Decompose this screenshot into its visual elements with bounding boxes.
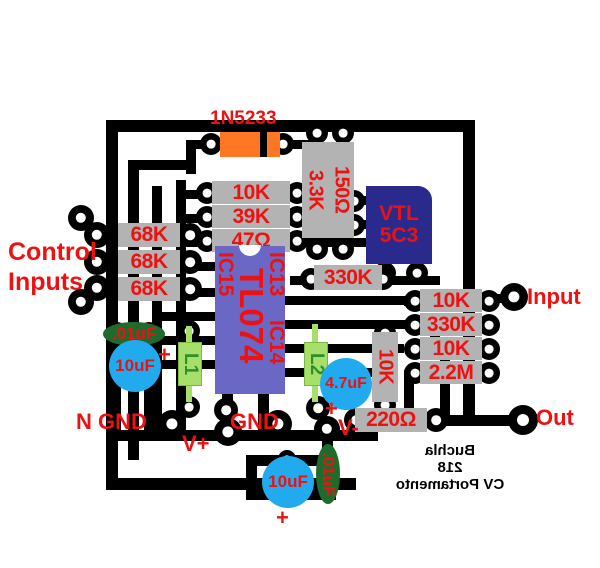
l1-lead-top — [186, 326, 192, 346]
pad-rstack-r4 — [478, 362, 500, 384]
resistor-220ohm: 220Ω — [355, 408, 427, 432]
ic-designator-ic14: IC14 — [265, 320, 288, 365]
pad-rstack-r2 — [478, 314, 500, 336]
trace-outer-top — [106, 120, 346, 132]
label-n-gnd: N GND — [76, 409, 147, 434]
trace-bottom-box-left — [246, 455, 257, 500]
label-v-minus: V- — [338, 415, 359, 440]
trace-vminus-riser — [404, 370, 414, 420]
trace-mid-4 — [290, 238, 370, 247]
ic-part-label: TL074 — [233, 268, 270, 364]
pad-top-node-2 — [332, 122, 354, 144]
cap-film-bottom: .01uF — [316, 444, 340, 504]
cap-left-plus-marker: + — [158, 342, 171, 367]
trace-mid-5 — [186, 262, 226, 271]
resistor-39k: 39K — [212, 205, 290, 228]
pad-input-terminal — [500, 283, 528, 311]
trace-left-bus-top — [128, 160, 188, 170]
trace-left-bus-1 — [128, 160, 139, 460]
cap-electrolytic-left: 10uF — [109, 340, 161, 392]
pad-l1-bot — [178, 396, 200, 418]
label-control-inputs-line1: Control — [8, 238, 97, 266]
resistor-68k-2: 68K — [118, 250, 180, 274]
silk-line-1: Buchla — [425, 442, 476, 459]
pad-bot-node-2 — [332, 238, 354, 260]
trace-ic-pin-right-3 — [284, 344, 404, 353]
cap-mid-plus-marker: + — [325, 396, 338, 421]
ic-designator-ic15: IC15 — [214, 252, 237, 297]
resistor-10k-vertical: 10K — [372, 332, 398, 402]
resistor-10k-in2: 10K — [420, 337, 482, 360]
cap-electrolytic-bottom: 10uF — [262, 456, 314, 508]
board-silkscreen-title: Buchla 218 CV Portamento — [380, 442, 520, 493]
ic-tl074 — [215, 245, 285, 394]
optocoupler-vtl5c3: VTL 5C3 — [366, 186, 432, 264]
pad-bot-node-1 — [306, 238, 328, 260]
pad-control-input-2 — [84, 222, 110, 248]
trace-gnd-left-riser — [152, 392, 162, 437]
trace-ic-bot-2 — [258, 392, 269, 437]
label-v-plus: V+ — [182, 431, 210, 456]
trace-top-right — [335, 120, 475, 132]
pad-control-input-5 — [68, 289, 94, 315]
pad-rstack-r1 — [478, 290, 500, 312]
l2-lead-bot — [312, 380, 318, 402]
pad-rstack-r3 — [478, 338, 500, 360]
resistor-68k-1: 68K — [118, 223, 180, 247]
pad-v-plus-2 — [214, 418, 242, 446]
trace-ic-pin-left-2 — [162, 312, 217, 321]
label-out: Out — [536, 405, 574, 430]
resistor-3k3: 3.3K — [302, 142, 328, 238]
resistor-10k-in1: 10K — [420, 289, 482, 312]
resistor-330k-in: 330K — [420, 313, 482, 336]
pad-opto-4 — [406, 262, 428, 284]
pad-68k-out-3 — [178, 277, 202, 301]
resistor-68k-3: 68K — [118, 277, 180, 301]
opto-line2: 5C3 — [379, 224, 419, 247]
resistor-150ohm: 150Ω — [328, 142, 354, 238]
pad-gnd — [264, 410, 292, 438]
trace-diode-down — [186, 140, 196, 174]
opto-line1: VTL — [379, 201, 419, 225]
silk-line-2: 218 — [437, 458, 463, 476]
l2-lead-top — [312, 324, 318, 346]
label-control-inputs-line2: Inputs — [8, 268, 83, 296]
diode-label: 1N5233 — [210, 108, 277, 129]
diode-1n5233 — [220, 132, 280, 157]
ic-designator-ic13: IC13 — [265, 252, 288, 297]
trace-left-bus-2 — [152, 186, 162, 436]
l1-lead-bot — [186, 380, 192, 402]
resistor-10k-upper: 10K — [212, 181, 290, 204]
trace-gnd-rail — [118, 430, 378, 441]
inductor-l1: L1 — [178, 342, 202, 386]
trace-ic-pin-right-2 — [284, 320, 434, 329]
cap-electrolytic-mid: 4.7uF — [320, 358, 372, 410]
resistor-330k-mid: 330K — [314, 265, 382, 290]
trace-ic-pin-right-1 — [284, 296, 404, 305]
pad-out-node — [424, 408, 448, 432]
ic-pin1-notch — [239, 245, 261, 256]
pad-diode-anode — [200, 133, 222, 155]
label-input: Input — [527, 284, 581, 309]
resistor-2m2: 2.2M — [420, 361, 482, 384]
pad-control-input-3 — [84, 249, 110, 275]
label-gnd: GND — [230, 409, 279, 434]
trace-diode-right — [277, 140, 312, 149]
silk-line-3: CV Portamento — [395, 475, 505, 493]
trace-left-bus-3 — [176, 180, 186, 430]
pad-out-terminal — [508, 405, 538, 435]
trace-diode-left — [186, 140, 212, 149]
pad-top-node-1 — [306, 122, 328, 144]
cap-bottom-plus-marker: + — [276, 505, 289, 530]
pad-v-minus-2 — [314, 416, 340, 442]
pad-68k-out-2 — [178, 250, 202, 274]
trace-out-rail — [380, 415, 520, 426]
diode-cathode-band — [259, 132, 267, 157]
